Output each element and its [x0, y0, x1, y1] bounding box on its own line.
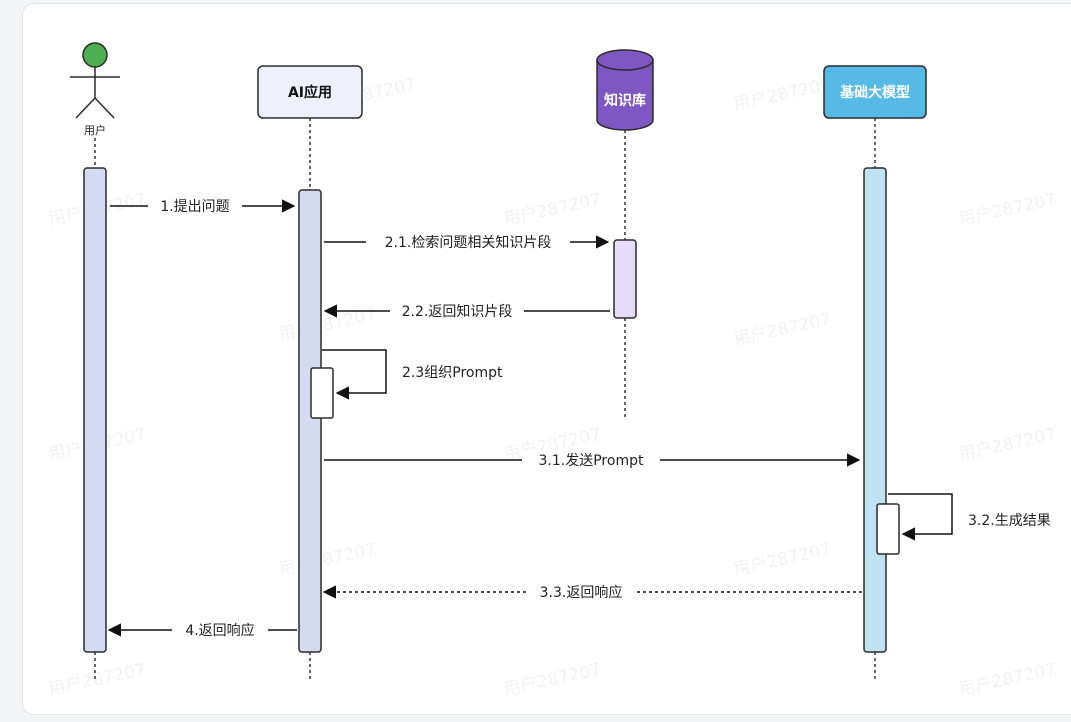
- watermark: 用户287207: [732, 540, 833, 580]
- message-3-2-line: [888, 493, 953, 541]
- message-2-3-label: 2.3组织Prompt: [402, 365, 503, 381]
- user-activation: [83, 167, 107, 653]
- foundation-model-label: 基础大模型: [840, 84, 910, 101]
- watermark: 用户287207: [732, 75, 833, 115]
- foundation-model-header: 基础大模型: [823, 65, 927, 119]
- watermark: 用户287207: [732, 310, 833, 350]
- ai-app-self-activation: [310, 367, 334, 419]
- user-actor: 用户: [70, 42, 120, 137]
- watermark: 用户287207: [957, 660, 1058, 700]
- watermark: 用户287207: [502, 660, 603, 700]
- message-2-1-label: 2.1.检索问题相关知识片段: [385, 234, 552, 251]
- message-4-label: 4.返回响应: [185, 622, 254, 639]
- knowledge-base-cylinder: [596, 60, 654, 131]
- message-2-3-line: [322, 349, 387, 400]
- watermarks: 用户287207 用户287207 用户287207 用户287207 用户28…: [47, 75, 1058, 700]
- watermark: 用户287207: [277, 540, 378, 580]
- message-2-2-label: 2.2.返回知识片段: [402, 303, 513, 320]
- knowledge-base-activation: [613, 239, 637, 319]
- watermark: 用户287207: [957, 425, 1058, 465]
- messages: 1.提出问题 2.1.检索问题相关知识片段 2.2.返回知识片段 2.3组织Pr…: [107, 196, 1051, 640]
- watermark: 用户287207: [47, 660, 148, 700]
- user-label: 用户: [84, 123, 106, 137]
- watermark: 用户287207: [502, 190, 603, 230]
- foundation-model-activation: [863, 167, 887, 653]
- knowledge-base-header: 知识库: [596, 49, 654, 131]
- ai-app-activation: [298, 189, 322, 653]
- watermark: 用户287207: [957, 190, 1058, 230]
- lifelines: [94, 118, 876, 680]
- message-3-3-label: 3.3.返回响应: [540, 584, 623, 601]
- ai-app-header: AI应用: [257, 65, 363, 119]
- ai-app-label: AI应用: [288, 84, 332, 101]
- message-3-2-label: 3.2.生成结果: [968, 513, 1051, 529]
- user-actor-head: [82, 42, 108, 68]
- foundation-model-self-activation: [876, 503, 900, 555]
- message-3-1-label: 3.1.发送Prompt: [539, 453, 644, 469]
- activations: [83, 167, 900, 653]
- knowledge-base-label: 知识库: [604, 92, 646, 109]
- message-1-label: 1.提出问题: [160, 199, 229, 215]
